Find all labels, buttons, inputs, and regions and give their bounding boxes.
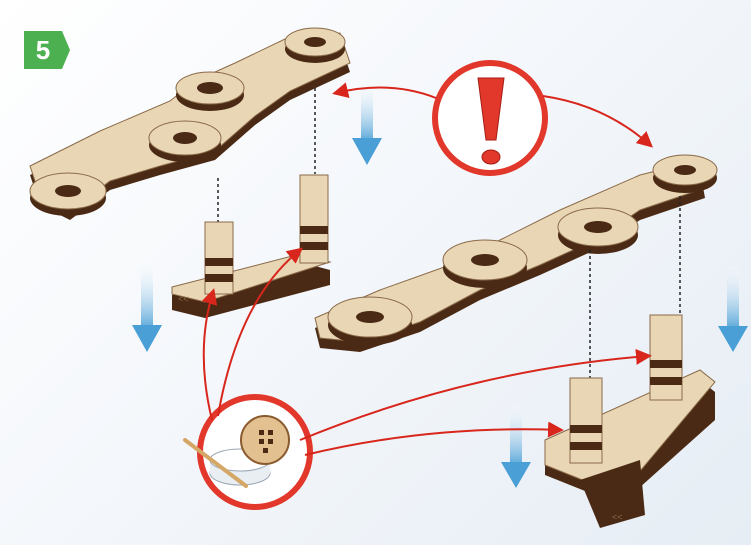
down-arrow-top (352, 82, 382, 165)
glue-dish-icon (185, 397, 310, 507)
down-arrow-left (132, 262, 162, 352)
part-mark: << (178, 294, 189, 304)
pointer-arrow (543, 96, 650, 145)
step-number-badge: 5 (24, 31, 70, 69)
exclamation-icon (435, 63, 545, 173)
pointer-arrow (336, 88, 436, 98)
base-right: << (545, 315, 715, 528)
part-mark: << (612, 512, 623, 522)
step-number: 5 (24, 31, 62, 69)
down-arrow-right (718, 266, 748, 352)
base-left: << (172, 175, 330, 318)
down-arrow-bottom (501, 404, 531, 488)
